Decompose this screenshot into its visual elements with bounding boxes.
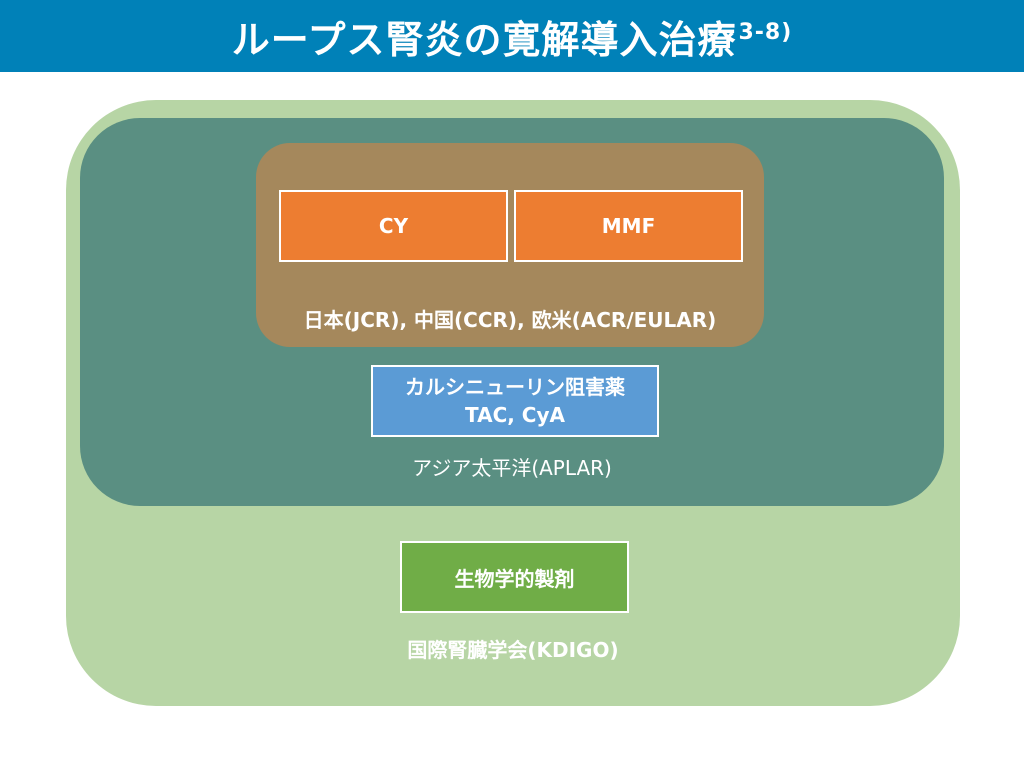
tac-cya-label: TAC, CyA [465, 403, 565, 427]
slide-title-text: ループス腎炎の寛解導入治療 [231, 17, 737, 62]
calcineurin-inhibitor-label: カルシニューリン阻害薬 [405, 375, 625, 399]
mmf-box: MMF [514, 190, 743, 262]
biologics-box: 生物学的製剤 [400, 541, 629, 613]
cy-label: CY [378, 214, 409, 238]
cy-box: CY [279, 190, 508, 262]
jcr-ccr-acr-label: 日本(JCR), 中国(CCR), 欧米(ACR/EULAR) [303, 308, 717, 332]
aplar-label: アジア太平洋(APLAR) [412, 456, 612, 480]
mmf-label: MMF [601, 214, 656, 238]
slide-title-reference: 3-8) [738, 19, 793, 45]
kdigo-label: 国際腎臓学会(KDIGO) [407, 638, 619, 662]
slide-title: ループス腎炎の寛解導入治療3-8) [232, 9, 793, 64]
title-bar: ループス腎炎の寛解導入治療3-8) [0, 0, 1024, 72]
biologics-label: 生物学的製剤 [454, 566, 575, 591]
calcineurin-inhibitor-box: カルシニューリン阻害薬 TAC, CyA [371, 365, 659, 437]
